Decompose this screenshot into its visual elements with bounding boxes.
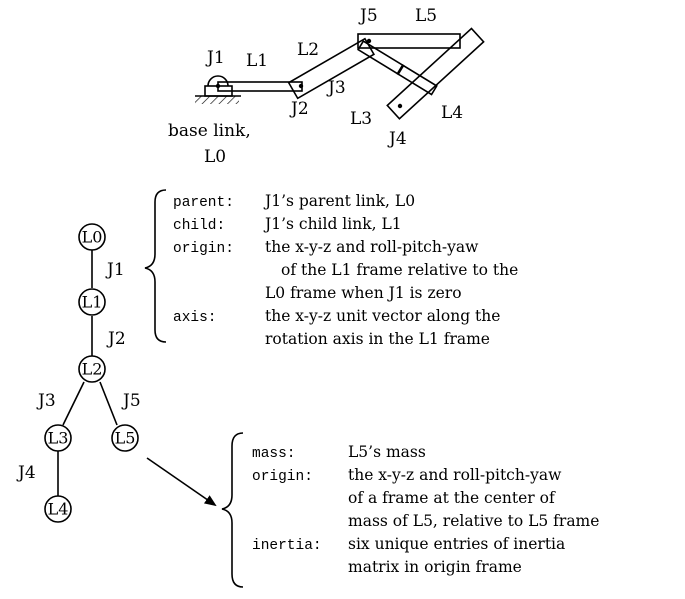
label-j3: J3 [326, 78, 346, 98]
tree-node-l0-label: L0 [82, 228, 103, 247]
label-j2: J2 [289, 99, 309, 119]
joint-spec-key-origin: origin: [173, 241, 234, 257]
link-l4 [386, 27, 485, 120]
tree-node-l1-label: L1 [82, 293, 103, 312]
joint-spec-value-child: J1’s child link, L1 [263, 215, 402, 233]
tree-node-l2-label: L2 [82, 360, 103, 379]
link-spec-value-inertia-1: six unique entries of inertia [348, 535, 565, 553]
label-j5: J5 [358, 6, 378, 26]
link-l3 [357, 40, 438, 96]
joint-spec-value-parent: J1’s parent link, L0 [263, 192, 415, 210]
joint-spec-value-origin-2: of the L1 frame relative to the [281, 261, 518, 279]
joint-spec-key-axis: axis: [173, 310, 217, 326]
tree-node-l1 [78, 288, 106, 316]
label-l2: L2 [297, 40, 319, 60]
link-spec-key-inertia: inertia: [252, 538, 322, 554]
joint-j5-dot [366, 38, 372, 44]
joint-spec-value-origin-1: the x-y-z and roll-pitch-yaw [265, 238, 479, 256]
link-spec-brace [221, 432, 244, 588]
tree-edge-label-j5: J5 [121, 391, 141, 411]
joint-j4-dot [397, 103, 403, 109]
link-l5 [357, 33, 461, 49]
joint-spec-value-axis-2: rotation axis in the L1 frame [265, 330, 490, 348]
joint-spec-value-origin-3: L0 frame when J1 is zero [265, 284, 462, 302]
joint-spec: parent: J1’s parent link, L0 child: J1’s… [173, 192, 518, 348]
robot-arm-drawing: J1 L1 L2 J2 J3 L3 J5 L5 L4 J4 base link,… [168, 6, 485, 167]
label-l5: L5 [415, 6, 437, 26]
tree-node-l5-label: L5 [115, 429, 136, 448]
tree-edge-j3 [62, 381, 85, 426]
base-link-label: base link, [168, 121, 251, 141]
link-spec-value-origin-2: of a frame at the center of [348, 489, 556, 507]
joint-j2-dot [298, 83, 304, 89]
tree-node-l2 [78, 355, 106, 383]
link-spec-key-origin: origin: [252, 469, 313, 485]
link-spec-value-origin-1: the x-y-z and roll-pitch-yaw [348, 466, 562, 484]
label-l3: L3 [350, 109, 372, 129]
tree-edge-label-j1: J1 [105, 260, 125, 280]
link-l2 [287, 37, 376, 100]
joint-spec-key-parent: parent: [173, 195, 234, 211]
tree-node-l3 [44, 424, 72, 452]
link-spec-value-inertia-2: matrix in origin frame [348, 558, 522, 576]
link-spec-key-mass: mass: [252, 446, 296, 462]
label-l1: L1 [246, 51, 268, 71]
tree-node-l0 [78, 223, 106, 251]
link-detail-arrow [146, 457, 217, 507]
label-l4: L4 [441, 103, 463, 123]
base-link-label-l0: L0 [204, 147, 226, 167]
kinematic-tree: L0 L1 L2 L3 L5 L4 J1 J2 J3 J5 J4 [16, 223, 217, 523]
label-j1: J1 [205, 48, 225, 68]
ground-hatch [195, 96, 239, 104]
link-spec-value-origin-3: mass of L5, relative to L5 frame [348, 512, 599, 530]
tree-edge-j5 [99, 381, 118, 426]
joint-spec-key-child: child: [173, 218, 225, 234]
tree-node-l4 [44, 495, 72, 523]
joint-spec-brace [144, 189, 167, 343]
link-spec: mass: L5’s mass origin: the x-y-z and ro… [252, 443, 599, 576]
tree-node-l4-label: L4 [48, 500, 69, 519]
tree-node-l3-label: L3 [48, 429, 69, 448]
link-spec-value-mass: L5’s mass [348, 443, 426, 461]
joint-spec-value-axis-1: the x-y-z unit vector along the [265, 307, 500, 325]
tree-edge-label-j2: J2 [106, 329, 126, 349]
tree-edge-label-j4: J4 [16, 463, 36, 483]
label-j4: J4 [387, 129, 407, 149]
tree-edge-label-j3: J3 [36, 391, 56, 411]
tree-node-l5 [111, 424, 139, 452]
